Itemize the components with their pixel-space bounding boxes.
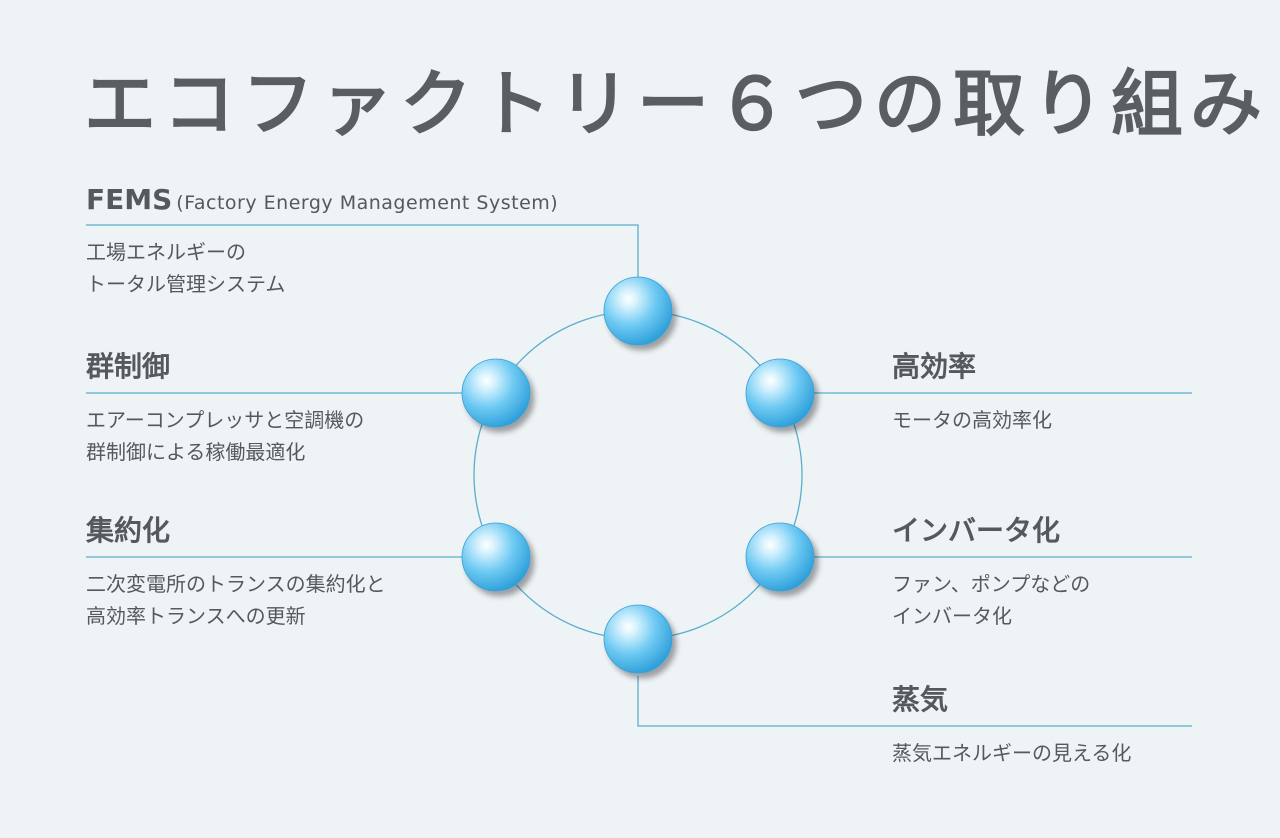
cycle-nodes — [461, 276, 815, 674]
fems-subheading: (Factory Energy Management System) — [176, 192, 559, 214]
inverter-heading: インバータ化 — [892, 514, 1061, 547]
connector-steam — [637, 676, 1192, 727]
group-desc-line-2: 群制御による稼働最適化 — [86, 440, 306, 464]
consolidation-description: 二次変電所のトランスの集約化と 高効率トランスへの更新 — [86, 568, 386, 632]
steam-desc-line-1: 蒸気エネルギーの見える化 — [892, 741, 1132, 765]
group-control-heading: 群制御 — [86, 350, 171, 383]
group-control-description: エアーコンプレッサと空調機の 群制御による稼働最適化 — [86, 404, 364, 468]
efficiency-desc-line-1: モータの高効率化 — [892, 408, 1052, 432]
steam-description: 蒸気エネルギーの見える化 — [892, 737, 1131, 769]
inverter-desc-line-2: インバータ化 — [892, 604, 1012, 628]
group-desc-line-1: エアーコンプレッサと空調機の — [86, 408, 365, 432]
fems-desc-line-2: トータル管理システム — [86, 272, 286, 296]
node-consolidation — [461, 522, 531, 592]
fems-heading-label: FEMS — [86, 183, 173, 216]
fems-description: 工場エネルギーの トータル管理システム — [86, 236, 285, 300]
node-inverter — [745, 522, 815, 592]
connector-fems — [86, 224, 639, 278]
cycle-ring — [473, 310, 803, 640]
node-group — [461, 358, 531, 428]
node-fems — [603, 276, 673, 346]
fems-desc-line-1: 工場エネルギーの — [86, 240, 246, 264]
consolidation-desc-line-2: 高効率トランスへの更新 — [86, 604, 306, 628]
node-efficiency — [745, 358, 815, 428]
fems-heading: FEMS(Factory Energy Management System) — [86, 183, 558, 220]
efficiency-description: モータの高効率化 — [892, 404, 1052, 436]
consolidation-desc-line-1: 二次変電所のトランスの集約化と — [86, 572, 386, 596]
inverter-description: ファン、ポンプなどの インバータ化 — [892, 568, 1090, 632]
node-steam — [603, 604, 673, 674]
steam-heading: 蒸気 — [892, 683, 949, 716]
inverter-desc-line-1: ファン、ポンプなどの — [892, 572, 1091, 596]
consolidation-heading: 集約化 — [86, 514, 171, 547]
efficiency-heading: 高効率 — [892, 350, 977, 383]
page-title: エコファクトリー６つの取り組み — [84, 62, 1270, 146]
